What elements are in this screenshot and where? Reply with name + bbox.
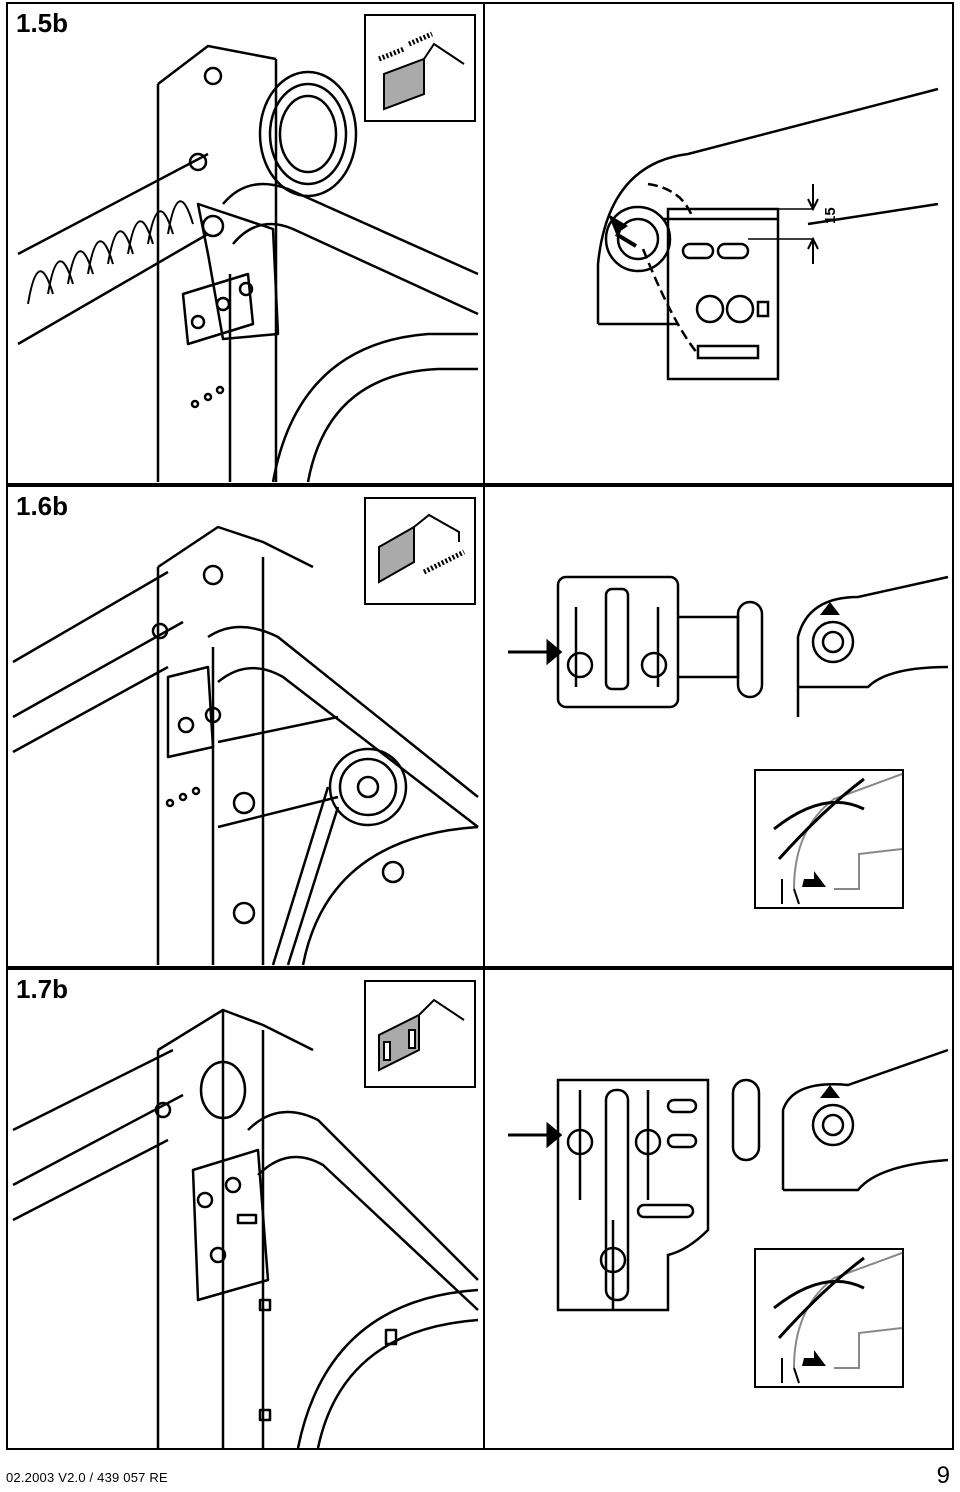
incorrect-installation-icon <box>754 769 904 909</box>
page-number: 9 <box>936 1462 950 1489</box>
roller-orientation-icon <box>364 497 476 605</box>
spring-shaft-bearing-illustration <box>17 44 479 483</box>
document-reference: 02.2003 V2.0 / 439 057 RE <box>6 1470 168 1485</box>
step-label: 1.7b <box>16 974 69 1004</box>
step-label: 1.5b <box>16 8 69 38</box>
roller-bracket-detail <box>508 1048 949 1312</box>
panel-1-7b: 1.7b <box>6 968 954 1450</box>
step-label: 1.6b <box>16 491 69 521</box>
panel-1-5b: 1.5b <box>6 2 954 485</box>
spring-orientation-icon <box>364 14 476 122</box>
bracket-orientation-icon <box>364 980 476 1088</box>
incorrect-installation-icon <box>754 1248 904 1388</box>
panel-divider <box>483 487 485 966</box>
panel-1-6b: 1.6b <box>6 485 954 968</box>
panel-divider <box>483 970 485 1448</box>
bracket-detail-view: 15 <box>596 87 939 381</box>
track-roller-illustration <box>12 525 479 966</box>
dimension-label: 15 <box>822 207 839 224</box>
roller-bracket-illustration <box>12 1008 479 1449</box>
roller-bracket-detail <box>508 575 949 717</box>
panel-divider <box>483 4 485 483</box>
